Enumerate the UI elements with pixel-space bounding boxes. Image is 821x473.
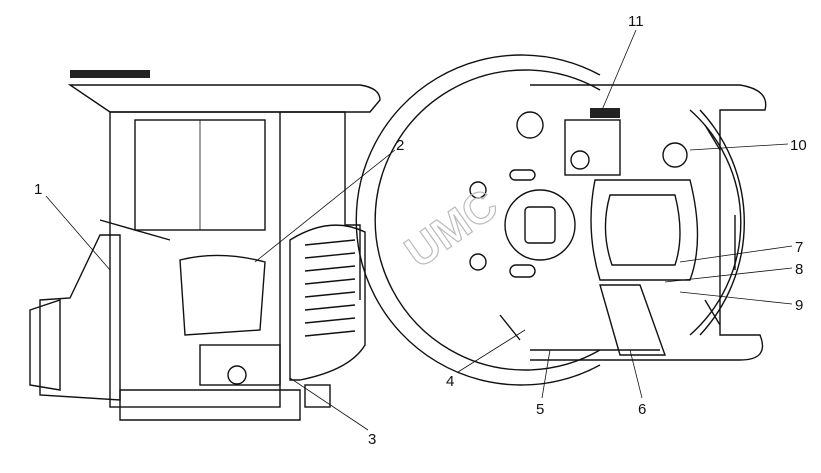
- callout-3: 3: [368, 431, 376, 448]
- callout-9: 9: [795, 297, 803, 314]
- callouts: 1 2 3 4 5 6 7 8 9 10 11: [34, 13, 807, 448]
- callout-2: 2: [396, 137, 404, 154]
- cab-top-view: [355, 54, 767, 386]
- callout-11: 11: [628, 13, 644, 30]
- callout-1: 1: [34, 181, 42, 198]
- vent-grille: [304, 239, 356, 337]
- watermark: UMC: [396, 180, 506, 278]
- callout-6: 6: [638, 401, 646, 418]
- cab-side-view: [29, 70, 381, 421]
- callout-8: 8: [795, 261, 803, 278]
- callout-4: 4: [446, 373, 454, 390]
- callout-5: 5: [536, 401, 544, 418]
- callout-7: 7: [795, 239, 803, 256]
- callout-10: 10: [790, 137, 807, 154]
